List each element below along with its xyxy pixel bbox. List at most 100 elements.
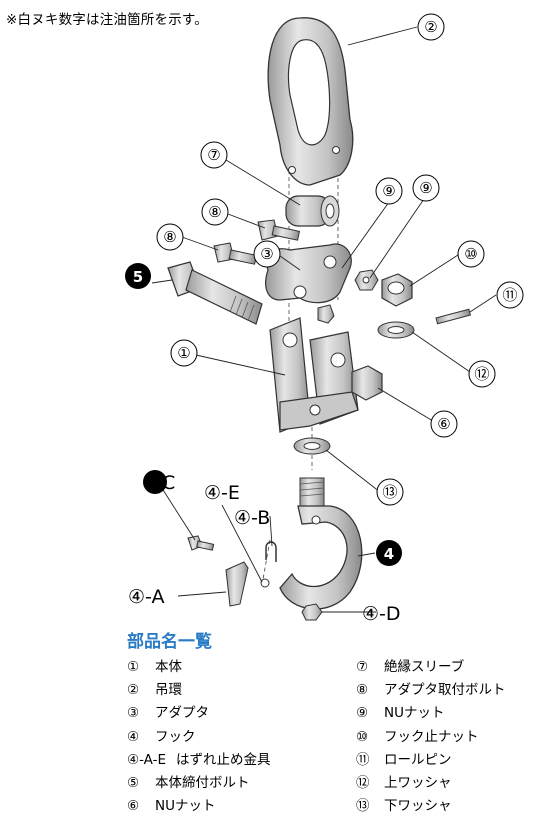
callout-circle-6 bbox=[430, 410, 458, 438]
part-number: ⑬ bbox=[356, 798, 370, 815]
part-name: 本体締付ボルト bbox=[155, 775, 250, 792]
part-name: ロールピン bbox=[384, 751, 452, 768]
callout-5: 5 bbox=[133, 268, 143, 286]
callout-4: 4 bbox=[384, 545, 394, 563]
callout-circle-7 bbox=[200, 141, 228, 169]
list-item: ⑦ 絶縁スリーブ bbox=[356, 656, 506, 679]
part-number: ⑪ bbox=[356, 751, 370, 768]
upper-washer bbox=[377, 321, 415, 339]
part-number: ⑨ bbox=[356, 705, 369, 722]
list-item: ② 吊環 bbox=[127, 679, 271, 702]
nu-nut-small bbox=[317, 269, 379, 324]
part-number: ⑥ bbox=[127, 798, 140, 815]
callout-6: ⑥ bbox=[437, 415, 450, 433]
callout-circle-3 bbox=[253, 240, 281, 268]
callout-2: ② bbox=[424, 18, 437, 36]
callout-circle-4c-filled bbox=[143, 470, 167, 494]
roll-pin bbox=[435, 308, 472, 325]
latch-nut bbox=[301, 603, 323, 621]
part-number: ⑦ bbox=[356, 659, 369, 675]
list-item: ① 本体 bbox=[127, 656, 271, 679]
callout-8a: ⑧ bbox=[208, 203, 221, 221]
callout-8b: ⑧ bbox=[163, 228, 176, 246]
callout-circle-8b bbox=[156, 223, 184, 251]
hook bbox=[279, 477, 363, 610]
callout-circle-11 bbox=[496, 281, 524, 309]
list-item: ⑥ NUナット bbox=[127, 795, 271, 818]
part-name: NUナット bbox=[155, 798, 216, 815]
part-name: アダプタ取付ボルト bbox=[384, 682, 506, 699]
callout-circle-5-filled bbox=[125, 263, 151, 289]
parts-list-left: ① 本体 ② 吊環 ③ アダプタ ④ フック ④-A-E はずれ止め金具 ⑤ 本体締付ボルト… bbox=[127, 656, 271, 818]
lubrication-note: ※白ヌキ数字は注油箇所を示す。 bbox=[6, 12, 208, 28]
callout-circle-10 bbox=[457, 240, 485, 268]
callout-13: ⑬ bbox=[382, 483, 397, 501]
body-bolt bbox=[167, 261, 263, 325]
callout-11: ⑪ bbox=[502, 286, 517, 304]
part-number: ① bbox=[127, 659, 140, 675]
part-name: フック止ナット bbox=[384, 728, 479, 745]
list-item: ⑧ アダプタ取付ボルト bbox=[356, 679, 506, 702]
list-item: ⑬ 下ワッシャ bbox=[356, 795, 506, 818]
callout-4e: ④-E bbox=[204, 482, 240, 504]
latch-spring bbox=[265, 541, 277, 562]
parts-list-title: 部品名一覧 bbox=[127, 632, 212, 652]
list-item: ④-A-E はずれ止め金具 bbox=[127, 749, 271, 772]
callout-circle-1 bbox=[170, 339, 198, 367]
lifting-eye bbox=[267, 17, 354, 186]
part-name: 本体 bbox=[155, 659, 182, 675]
hook-nut bbox=[381, 273, 413, 307]
list-item: ⑩ フック止ナット bbox=[356, 726, 506, 749]
list-item: ⑪ ロールピン bbox=[356, 749, 506, 772]
lower-washer bbox=[293, 437, 331, 455]
part-number: ④-A-E bbox=[127, 751, 167, 768]
part-name: 絶縁スリーブ bbox=[384, 659, 465, 675]
latch-plate bbox=[225, 561, 249, 607]
part-name: フック bbox=[155, 728, 196, 745]
callout-4a: ④-A bbox=[128, 586, 164, 608]
callout-circle-9a bbox=[375, 177, 403, 205]
part-number: ⑩ bbox=[356, 728, 369, 745]
latch-bolt bbox=[187, 535, 215, 551]
callout-circle-9b bbox=[412, 174, 440, 202]
part-number: ⑧ bbox=[356, 682, 369, 699]
latch-washer bbox=[260, 578, 270, 588]
callout-circle-2 bbox=[417, 13, 445, 41]
callout-circle-4-filled bbox=[376, 540, 402, 566]
callout-4d: ④-D bbox=[362, 603, 401, 625]
callout-1: ① bbox=[177, 344, 190, 362]
list-item: ④ フック bbox=[127, 726, 271, 749]
part-number: ② bbox=[127, 682, 140, 699]
part-number: ④ bbox=[127, 728, 140, 745]
callout-4b: ④-B bbox=[234, 507, 270, 529]
list-item: ⑤ 本体締付ボルト bbox=[127, 772, 271, 795]
part-name: はずれ止め金具 bbox=[176, 751, 271, 768]
nu-nut-large bbox=[351, 365, 383, 401]
insulation-sleeve bbox=[285, 195, 340, 227]
list-item: ③ アダプタ bbox=[127, 702, 271, 725]
part-name: 上ワッシャ bbox=[384, 775, 452, 792]
exploded-parts-diagram: ② ⑦ ⑧ ⑧ ③ ⑨ ⑨ ⑩ ⑪ ⑫ ① ⑥ ⑬ 5 4 4-C ④-E ④-… bbox=[125, 13, 524, 625]
part-number: ③ bbox=[127, 705, 140, 722]
callout-circle-13 bbox=[376, 478, 404, 506]
part-name: アダプタ bbox=[155, 705, 209, 722]
callout-12: ⑫ bbox=[474, 365, 489, 383]
part-name: 吊環 bbox=[155, 682, 182, 699]
callout-4c: 4-C bbox=[143, 472, 175, 494]
callout-10: ⑩ bbox=[464, 245, 477, 263]
adapter-bolt-lower bbox=[213, 242, 258, 265]
main-body bbox=[269, 317, 359, 433]
adapter bbox=[265, 243, 352, 304]
callout-7: ⑦ bbox=[207, 146, 220, 164]
callout-9a: ⑨ bbox=[382, 182, 395, 200]
callout-circle-8a bbox=[201, 198, 229, 226]
part-name: 下ワッシャ bbox=[384, 798, 452, 815]
callout-circle-12 bbox=[468, 360, 496, 388]
part-number: ⑤ bbox=[127, 775, 140, 792]
callout-9b: ⑨ bbox=[419, 179, 432, 197]
adapter-bolt-upper bbox=[257, 219, 301, 241]
callout-3: ③ bbox=[260, 245, 273, 263]
